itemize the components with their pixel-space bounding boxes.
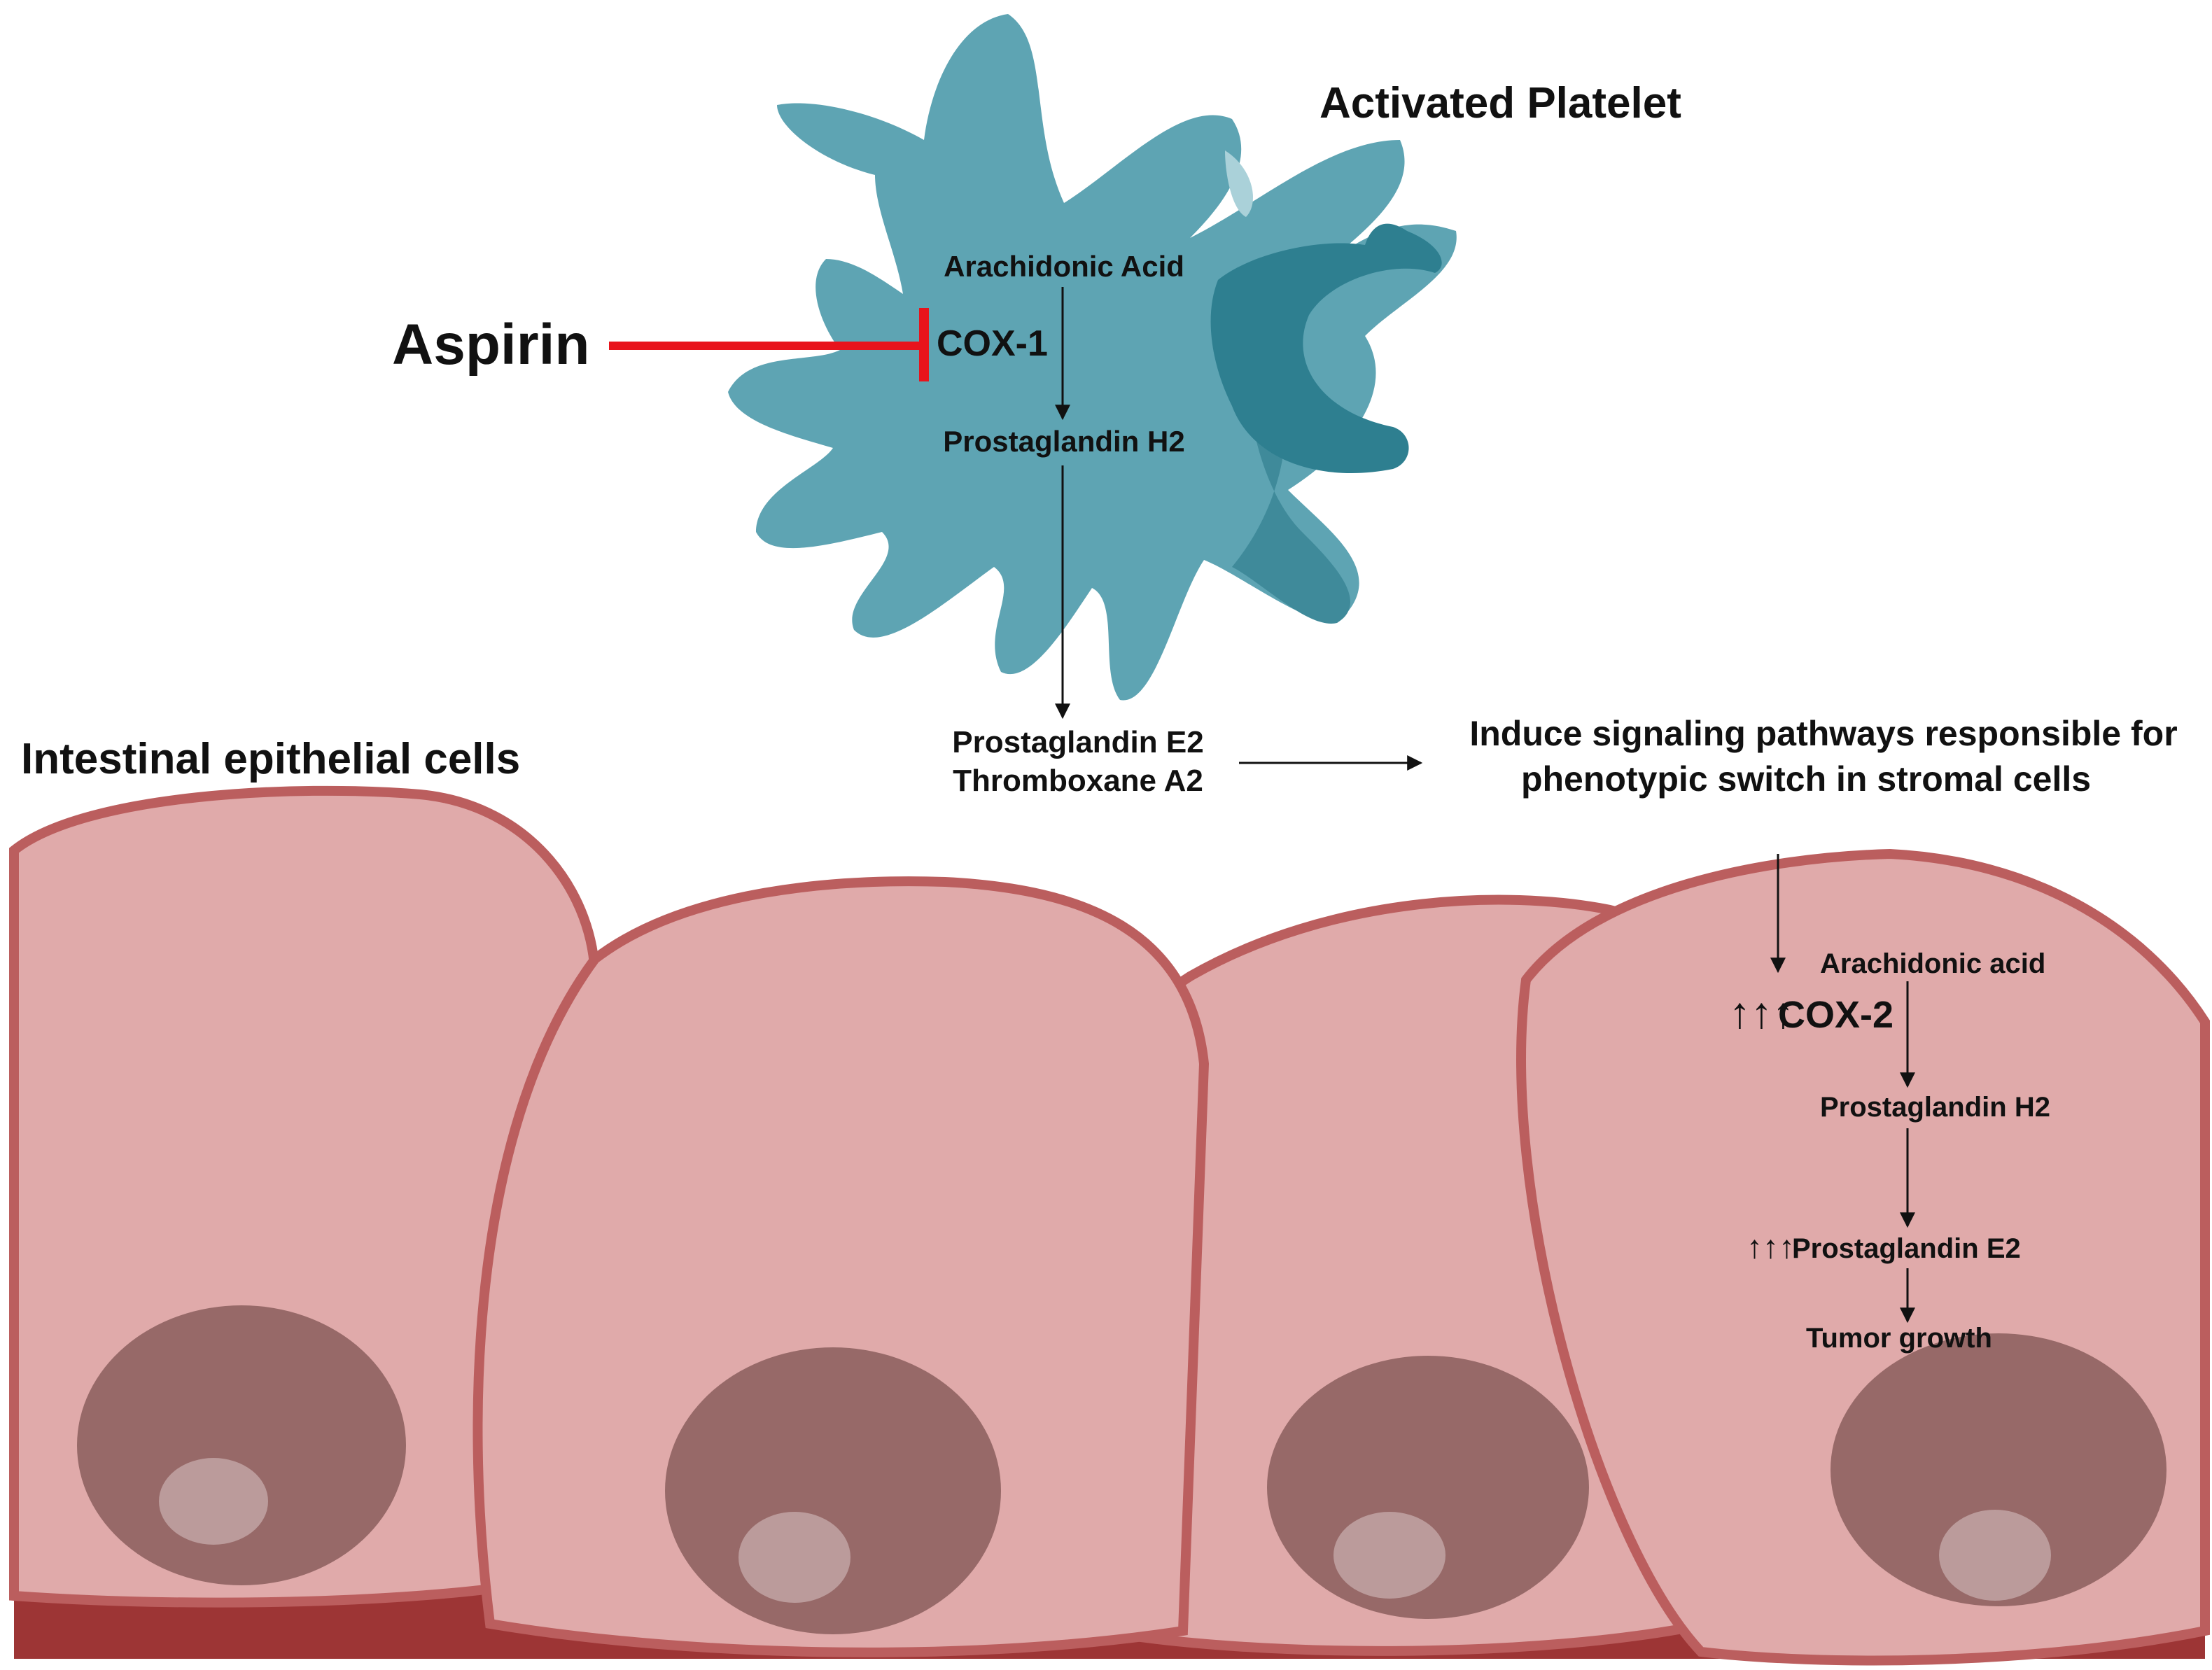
signal-line-1: Induce signaling pathways responsible fo…: [1469, 714, 2177, 753]
aspirin-label: Aspirin: [392, 313, 589, 377]
cell-nucleolus: [1939, 1510, 2051, 1601]
epithelial-cell-4: [1516, 848, 2210, 1666]
cell-nucleolus: [738, 1512, 850, 1603]
platelet-product-1: Prostaglandin E2: [952, 725, 1203, 759]
epithelial-substrate: Arachidonic acid: [1820, 948, 2045, 979]
cell-nucleus: [77, 1305, 406, 1585]
pge2-upregulation-icon: ↑↑↑: [1746, 1228, 1795, 1265]
epithelial-cell-2: [472, 876, 1210, 1657]
epithelial-pathway: ↑↑↑ COX-2 Arachidonic acid Prostaglandin…: [1729, 948, 2050, 1354]
epithelial-product: Prostaglandin E2: [1792, 1233, 2021, 1264]
platelet-pathway: Arachidonic Acid COX-1 Prostaglandin H2 …: [937, 250, 1423, 798]
epithelial-cell-1: [9, 785, 608, 1608]
cell-nucleus: [665, 1347, 1001, 1634]
cox2-label: COX-2: [1778, 994, 1893, 1036]
cell-nucleolus: [159, 1458, 268, 1545]
tumor-growth-label: Tumor growth: [1806, 1323, 1992, 1354]
epithelial-intermediate: Prostaglandin H2: [1820, 1092, 2050, 1123]
cell-nucleus: [1830, 1333, 2166, 1606]
signal-line-2: phenotypic switch in stromal cells: [1521, 759, 2091, 799]
platelet-intermediate: Prostaglandin H2: [943, 425, 1184, 458]
platelet-product-2: Thromboxane A2: [953, 764, 1203, 798]
cox1-label: COX-1: [937, 323, 1048, 364]
epithelial-tissue: [9, 785, 2210, 1666]
cell-nucleolus: [1334, 1512, 1446, 1599]
platelet-pseudopod-dark: [1210, 223, 1442, 473]
platelet-substrate: Arachidonic Acid: [944, 250, 1184, 283]
platelet-highlight: [1225, 150, 1253, 217]
platelet-title: Activated Platelet: [1320, 79, 1681, 127]
epithelial-title: Intestinal epithelial cells: [21, 735, 520, 783]
activated-platelet: [728, 14, 1457, 701]
cox2-upregulation-icon: ↑↑↑: [1729, 989, 1794, 1037]
cell-membrane: [472, 876, 1210, 1657]
